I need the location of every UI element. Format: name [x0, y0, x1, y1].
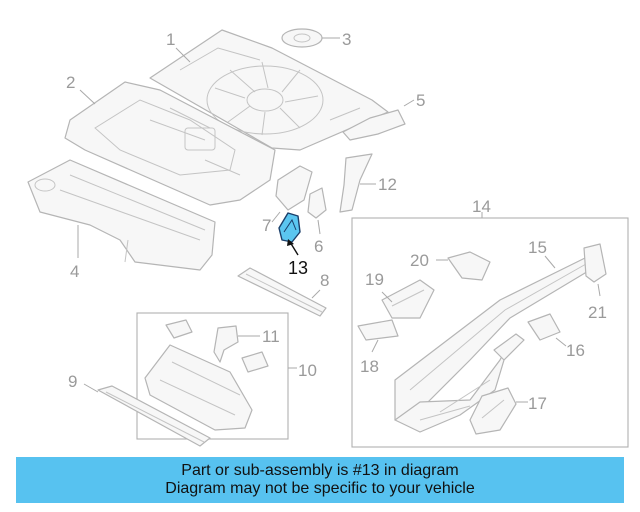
- callout-6: 6: [314, 237, 323, 256]
- part-8-rail[interactable]: [237, 267, 327, 317]
- parts-diagram: 1 3 2 4 5 12 7 6: [27, 28, 629, 448]
- part-7-bracket[interactable]: [275, 165, 313, 211]
- callout-9: 9: [68, 372, 77, 391]
- callout-18: 18: [360, 357, 379, 376]
- part-3-plug[interactable]: [281, 28, 323, 48]
- part-20-bracket[interactable]: [447, 251, 491, 281]
- callout-16: 16: [566, 341, 585, 360]
- part-21-plate[interactable]: [583, 243, 607, 283]
- part-4-crossmember[interactable]: [27, 159, 216, 271]
- part-11-brackets[interactable]: [165, 319, 269, 373]
- part-5-bracket[interactable]: [342, 109, 406, 141]
- callout-3: 3: [342, 30, 351, 49]
- callout-8: 8: [320, 271, 329, 290]
- part-9-side-rail[interactable]: [97, 385, 211, 447]
- callout-7: 7: [262, 216, 271, 235]
- part-6-bracket[interactable]: [307, 187, 327, 219]
- info-banner: Part or sub-assembly is #13 in diagram D…: [16, 457, 624, 503]
- part-13-bracket-highlighted[interactable]: [278, 212, 301, 243]
- callout-20: 20: [410, 251, 429, 270]
- callout-12: 12: [378, 175, 397, 194]
- callout-10: 10: [298, 361, 317, 380]
- part-2-floor-pan[interactable]: [64, 81, 276, 206]
- banner-line-1: Part or sub-assembly is #13 in diagram: [181, 462, 459, 479]
- part-16-bracket[interactable]: [527, 313, 561, 341]
- group-box-14: [351, 217, 629, 448]
- callout-14: 14: [472, 197, 491, 216]
- part-19-bracket[interactable]: [381, 279, 435, 319]
- part-17-cover[interactable]: [469, 387, 517, 435]
- callout-15: 15: [528, 238, 547, 257]
- group-box-10: [136, 312, 289, 440]
- callout-1: 1: [166, 30, 175, 49]
- callout-17: 17: [528, 394, 547, 413]
- callout-2: 2: [66, 73, 75, 92]
- part-18-bracket[interactable]: [357, 319, 399, 341]
- banner-line-2: Diagram may not be specific to your vehi…: [165, 480, 475, 497]
- part-10-floor-panel[interactable]: [144, 344, 253, 431]
- callout-11: 11: [262, 327, 280, 346]
- callout-19: 19: [365, 270, 384, 289]
- part-14-small-bracket[interactable]: [493, 333, 525, 361]
- callout-5: 5: [416, 91, 425, 110]
- part-12-pillar[interactable]: [339, 153, 373, 213]
- callout-21: 21: [588, 303, 607, 322]
- callout-13: 13: [288, 258, 308, 278]
- callout-4: 4: [70, 262, 79, 281]
- part-1-rear-floor-pan[interactable]: [149, 29, 389, 151]
